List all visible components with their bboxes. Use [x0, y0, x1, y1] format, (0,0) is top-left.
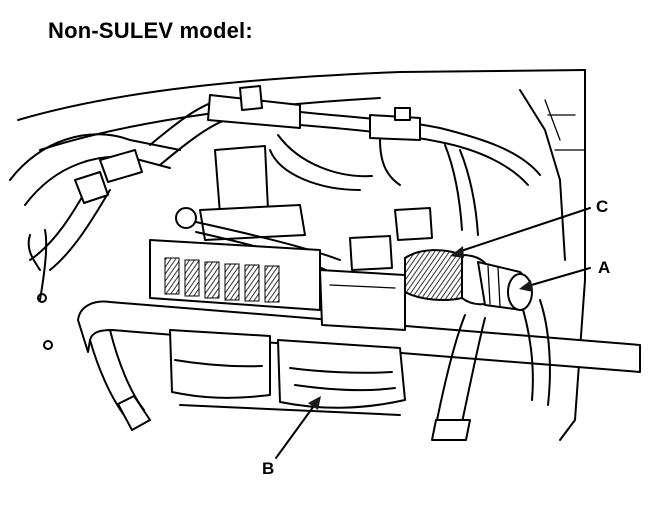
- callout-label-b: B: [262, 459, 274, 478]
- engine-fin-6: [264, 265, 280, 303]
- callout-a-leader: [519, 267, 591, 292]
- hose-end-a: [461, 254, 533, 311]
- intake-components: [175, 145, 433, 273]
- upper-hoses: [149, 85, 541, 236]
- callout-b-leader: [275, 396, 321, 459]
- engine-fin-2: [184, 259, 200, 297]
- callout-label-c: C: [596, 197, 608, 216]
- left-wiring-harness: [9, 133, 181, 350]
- engine-block: [149, 239, 406, 331]
- engine-fin-3: [204, 261, 220, 299]
- right-lower-pipe: [431, 299, 551, 441]
- diagram-title: Non-SULEV model:: [48, 18, 253, 43]
- callout-label-a: A: [598, 258, 610, 277]
- callout-c-leader: [450, 207, 591, 258]
- engine-fin-4: [224, 263, 240, 301]
- engine-fin-1: [164, 257, 180, 295]
- hose-joint-c: [404, 249, 469, 301]
- engine-fin-5: [244, 264, 260, 302]
- lower-housing: [169, 329, 406, 416]
